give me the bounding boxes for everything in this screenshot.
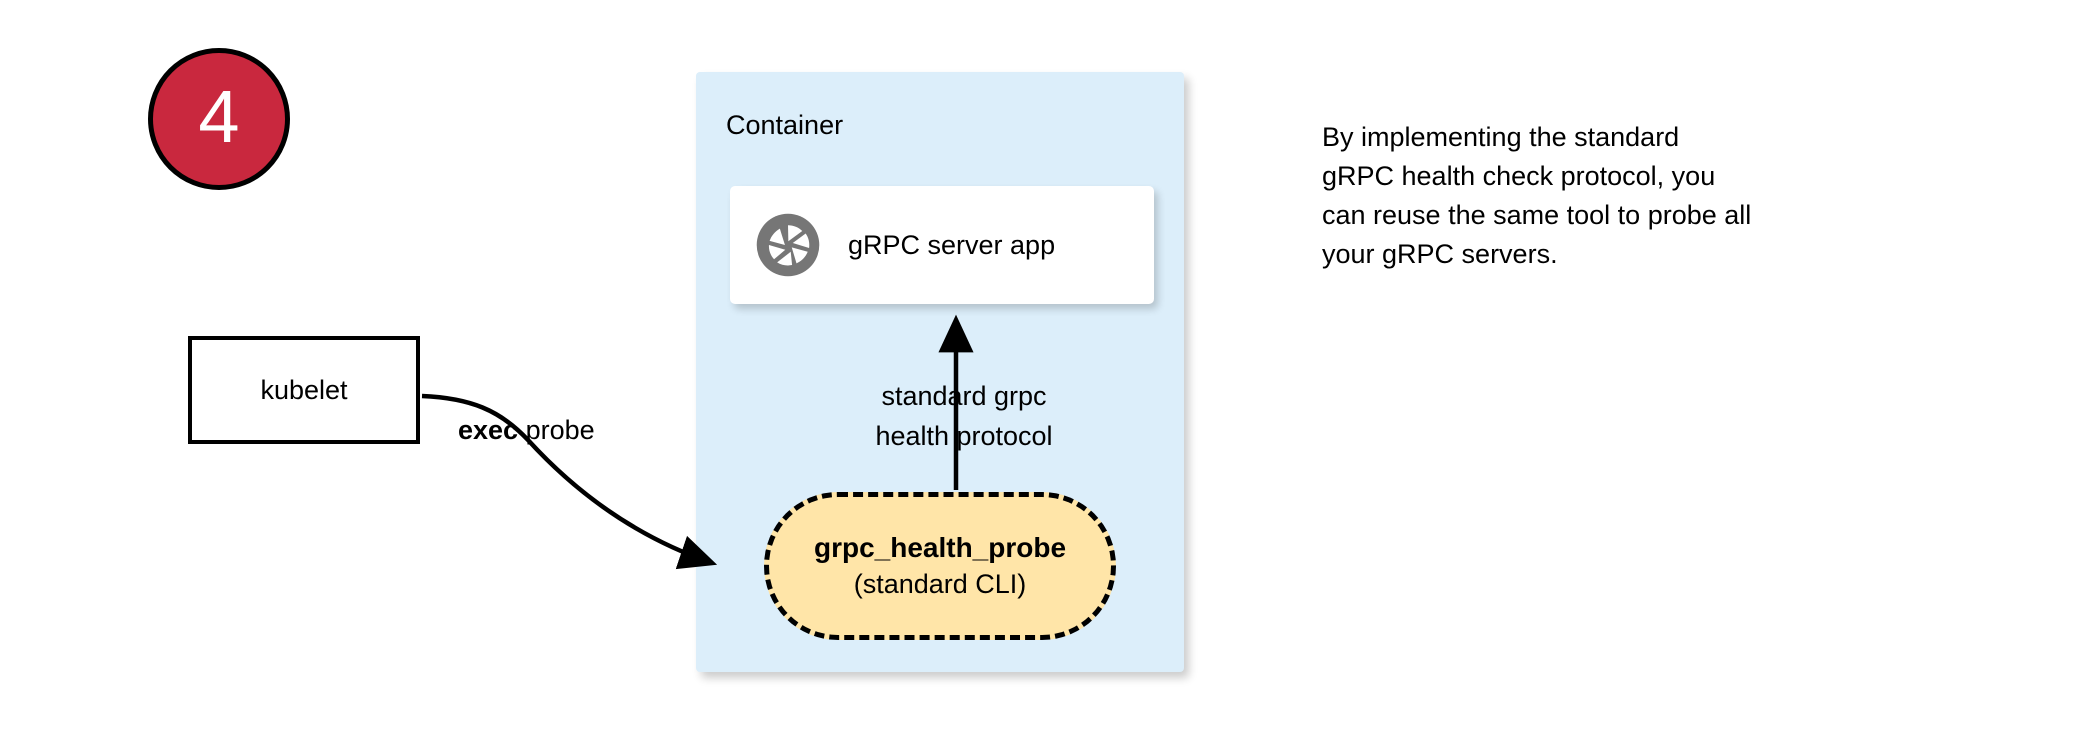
caption-line-2: gRPC health check protocol, you <box>1322 161 1716 191</box>
health-protocol-label: standard grpc health protocol <box>848 376 1080 456</box>
exec-probe-label-bold: exec <box>458 415 519 445</box>
caption-line-1: By implementing the standard <box>1322 122 1680 152</box>
step-number-text: 4 <box>198 75 240 158</box>
exec-probe-label: exec probe <box>458 415 595 446</box>
caption-line-4: your gRPC servers. <box>1322 239 1558 269</box>
caption-line-3: can reuse the same tool to probe all <box>1322 200 1752 230</box>
kubelet-label: kubelet <box>260 374 348 405</box>
caption-text: By implementing the standard gRPC health… <box>1322 118 1922 274</box>
kubelet-box: kubelet <box>188 336 420 444</box>
grpc-server-app-label: gRPC server app <box>848 229 1056 260</box>
grpc-health-probe-title: grpc_health_probe <box>813 532 1067 563</box>
exec-probe-label-rest: probe <box>518 415 595 445</box>
grpc-health-probe-subtitle: (standard CLI) <box>853 569 1027 599</box>
container-title: Container <box>726 110 844 140</box>
aperture-icon <box>754 211 822 279</box>
grpc-health-probe-node: grpc_health_probe (standard CLI) <box>764 492 1116 640</box>
health-protocol-line-1: standard grpc <box>881 381 1047 411</box>
grpc-server-app-card: gRPC server app <box>730 186 1154 304</box>
health-protocol-line-2: health protocol <box>875 421 1053 451</box>
step-number-badge: 4 <box>148 48 290 190</box>
